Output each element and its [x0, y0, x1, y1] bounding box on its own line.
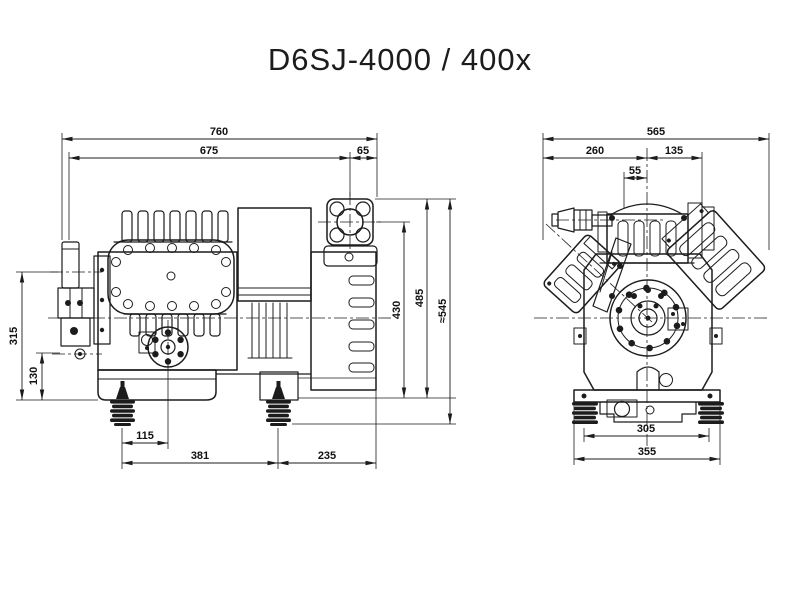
page-title: D6SJ-4000 / 400x: [267, 42, 533, 77]
suction-valve: [57, 241, 95, 360]
terminal-box: [237, 207, 312, 302]
front-base: [573, 389, 721, 423]
svg-text:430: 430: [391, 301, 403, 319]
oil-pump: [138, 326, 189, 368]
bearing-head-circle: [609, 279, 689, 357]
dim-front-port-offset: 55: [624, 165, 647, 181]
side-centerlines: [48, 192, 392, 376]
svg-text:760: 760: [210, 126, 228, 138]
dim-side-overall-width: 760: [62, 126, 377, 142]
dim-side-port-height: 130: [28, 353, 45, 400]
stator-hatch: [247, 302, 293, 359]
svg-text:305: 305: [637, 423, 655, 435]
side-port-fitting: [551, 207, 613, 233]
discharge-flange: [323, 198, 378, 267]
mounting-spring-left: [110, 381, 135, 426]
crankcase-body: [93, 251, 238, 371]
svg-text:675: 675: [200, 145, 218, 157]
dim-side-foot-to-end: 235: [278, 450, 376, 466]
svg-text:135: 135: [665, 145, 683, 157]
svg-text:485: 485: [414, 289, 426, 307]
svg-text:235: 235: [318, 450, 336, 462]
svg-text:565: 565: [647, 126, 665, 138]
dim-side-discharge-top-height: 485: [414, 199, 430, 398]
svg-text:260: 260: [586, 145, 604, 157]
cylinder-head-fins: [113, 210, 233, 243]
svg-text:355: 355: [638, 446, 656, 458]
motor-housing: [310, 251, 377, 391]
front-extension-lines: [542, 133, 770, 465]
front-crankcase: [573, 253, 723, 391]
dim-front-overall-width: 565: [543, 126, 769, 142]
svg-text:115: 115: [136, 430, 154, 442]
dim-side-oil-pump-offset: 115: [122, 430, 168, 446]
svg-text:130: 130: [28, 367, 40, 385]
dim-side-foot-spacing: 381: [122, 450, 278, 466]
svg-text:381: 381: [191, 450, 209, 462]
dim-side-overall-height: ≈545: [437, 199, 453, 424]
base-skirt: [97, 369, 376, 401]
front-spring-right: [698, 402, 724, 424]
dim-side-end-offset: 65: [350, 145, 377, 161]
dim-side-suction-height: 315: [8, 272, 25, 400]
svg-text:≈545: ≈545: [437, 299, 449, 323]
mounting-spring-right: [266, 381, 291, 426]
dim-side-discharge-center-height: 430: [391, 222, 407, 398]
dim-front-base-width: 355: [574, 446, 720, 462]
side-view-drawing: 760 675 65 315 130 430: [8, 126, 456, 469]
svg-text:315: 315: [8, 327, 20, 345]
suction-brace: [592, 237, 632, 313]
front-view-drawing: 565 260 135 55 305 355: [534, 126, 770, 465]
right-bank-head: [661, 203, 766, 310]
cylinder-head-cover: [107, 239, 235, 315]
dim-side-body-width: 675: [69, 145, 350, 161]
svg-text:65: 65: [357, 145, 369, 157]
dim-front-spring-spacing: 305: [584, 423, 709, 439]
dim-front-center-to-right: 135: [647, 145, 702, 161]
svg-text:55: 55: [629, 165, 641, 177]
dim-front-center-to-left: 260: [543, 145, 647, 161]
front-spring-left: [572, 402, 598, 424]
